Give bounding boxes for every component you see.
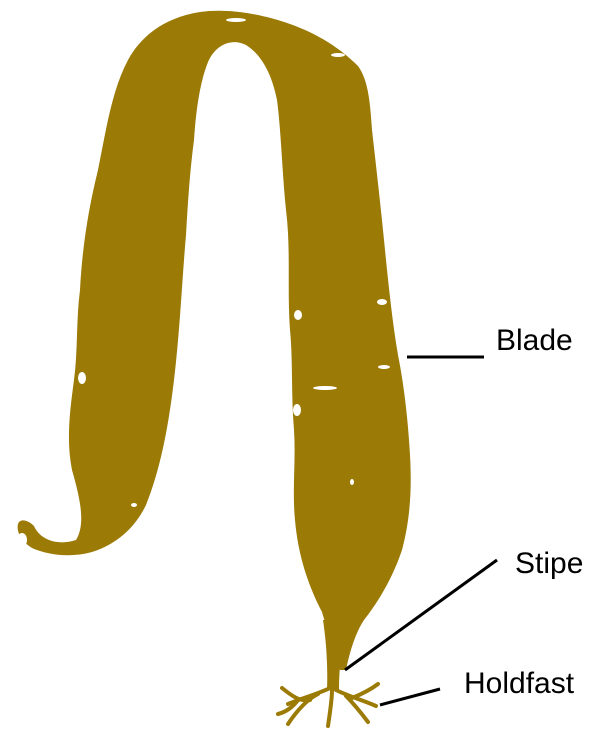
stipe-label: Stipe	[515, 547, 583, 580]
kelp-blade	[18, 11, 411, 670]
kelp-holdfast	[278, 684, 378, 726]
holdfast-label: Holdfast	[464, 667, 575, 700]
blade-label: Blade	[496, 324, 573, 357]
holdfast-leader-line	[380, 689, 440, 705]
kelp-illustration	[17, 11, 411, 726]
